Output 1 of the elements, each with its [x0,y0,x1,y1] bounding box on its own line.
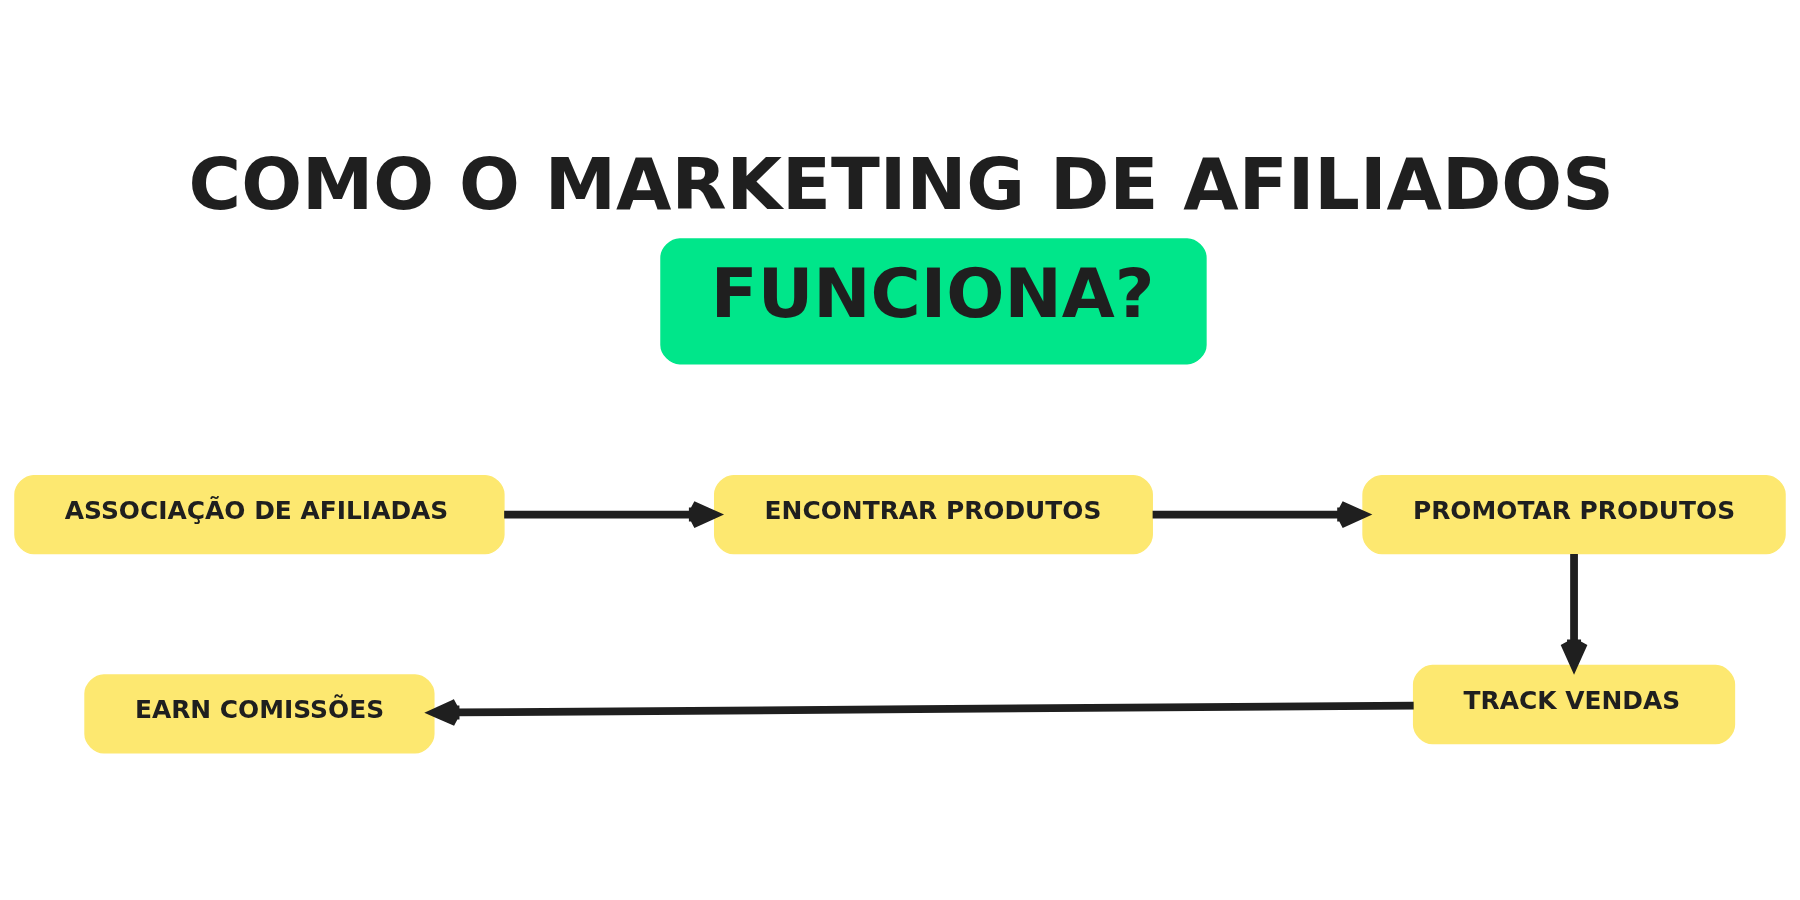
diagram-title: COMO O MARKETING DE AFILIADOS [188,143,1614,227]
